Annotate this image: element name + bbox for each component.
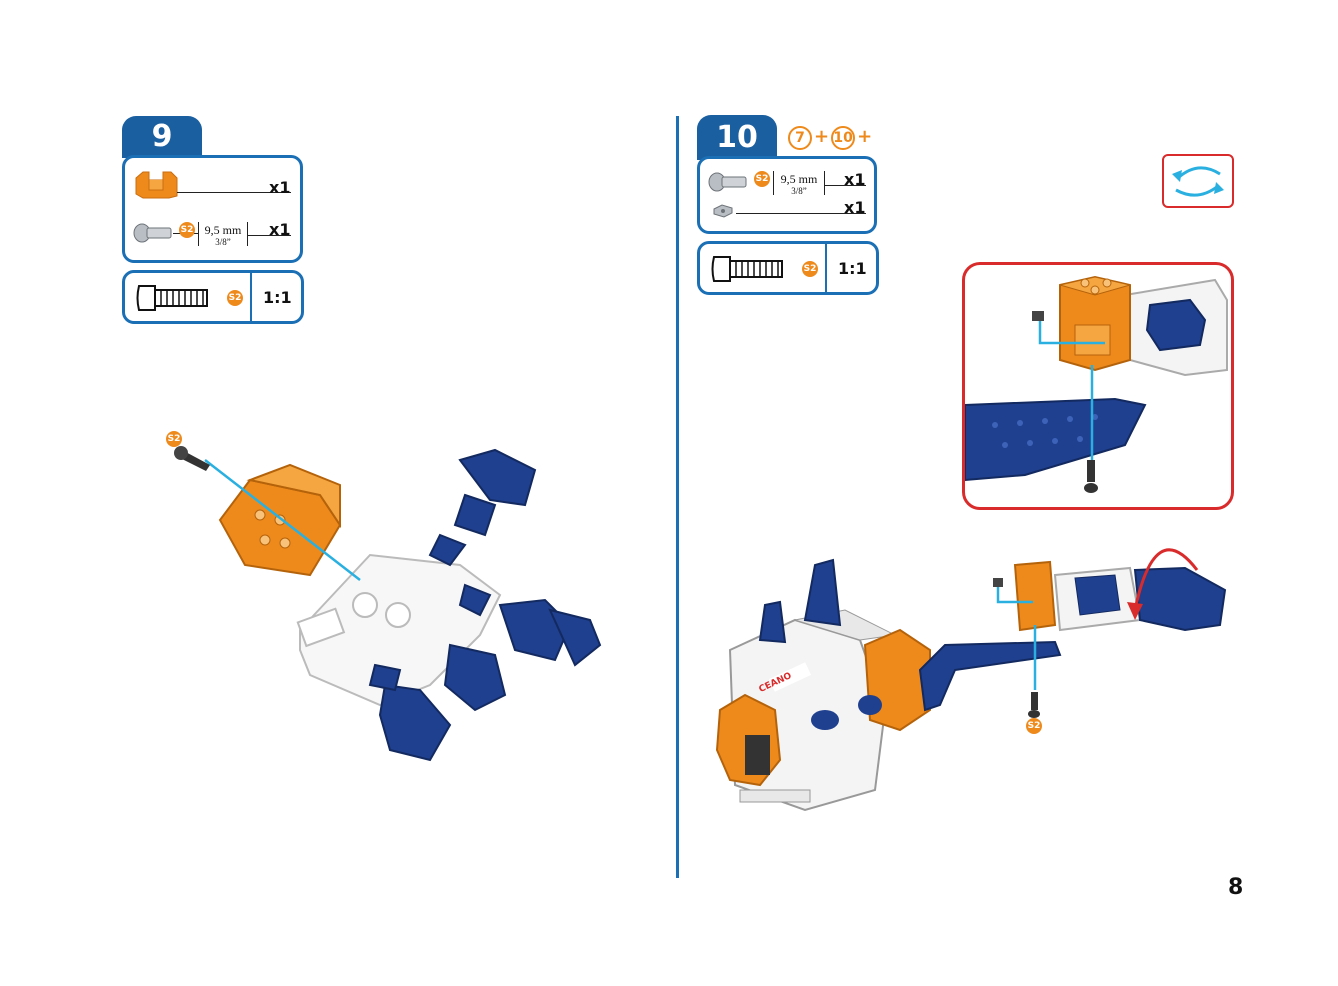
step-9-screw-length: 9,5 mm 3/8” — [201, 224, 245, 248]
screw-icon — [133, 222, 173, 244]
s2-badge: S2 — [166, 431, 182, 447]
step-10-scale-box: S2 1:1 — [697, 241, 879, 295]
step-9-parts-box: x1 S2 9,5 mm 3/8” x1 — [122, 155, 303, 263]
step-10-references: 7+10+ — [788, 126, 874, 150]
ref-step-10: 10 — [831, 126, 855, 150]
rotate-arrows-icon — [1164, 156, 1232, 206]
step-9-number: 9 — [152, 119, 173, 154]
step-9-screw-qty: x1 — [269, 220, 290, 239]
step-10-assembly-illustration — [715, 530, 1235, 840]
step-9-scale-ratio: 1:1 — [263, 288, 292, 307]
step-10-number: 10 — [716, 120, 758, 155]
orange-bracket-icon — [133, 170, 179, 200]
detail-illustration — [965, 265, 1231, 507]
s2-badge: S2 — [1026, 718, 1042, 734]
s2-badge: S2 — [754, 171, 770, 187]
step-10-screw-qty: x1 — [844, 170, 865, 189]
detail-view-box — [962, 262, 1234, 510]
step-10-nut-qty: x1 — [844, 198, 865, 217]
step-10-tab: 10 — [697, 115, 777, 160]
screw-icon — [708, 171, 748, 193]
step-9-bracket-qty: x1 — [269, 178, 290, 197]
s2-badge: S2 — [802, 261, 818, 277]
page-number: 8 — [1228, 875, 1243, 900]
step-10-screw-length: 9,5 mm 3/8” — [776, 173, 822, 197]
ref-step-7: 7 — [788, 126, 812, 150]
screw-scale-icon — [710, 253, 786, 285]
s2-badge: S2 — [179, 222, 195, 238]
step-9-tab: 9 — [122, 116, 202, 158]
nut-icon — [712, 203, 734, 219]
s2-badge: S2 — [227, 290, 243, 306]
step-10-scale-ratio: 1:1 — [838, 259, 867, 278]
step-9-scale-box: S2 1:1 — [122, 270, 304, 324]
rotate-view-box — [1162, 154, 1234, 208]
screw-scale-icon — [135, 282, 211, 314]
step-9-assembly-illustration — [160, 425, 610, 775]
step-10-parts-box: S2 9,5 mm 3/8” x1 x1 — [697, 156, 877, 234]
page-divider — [676, 116, 679, 878]
